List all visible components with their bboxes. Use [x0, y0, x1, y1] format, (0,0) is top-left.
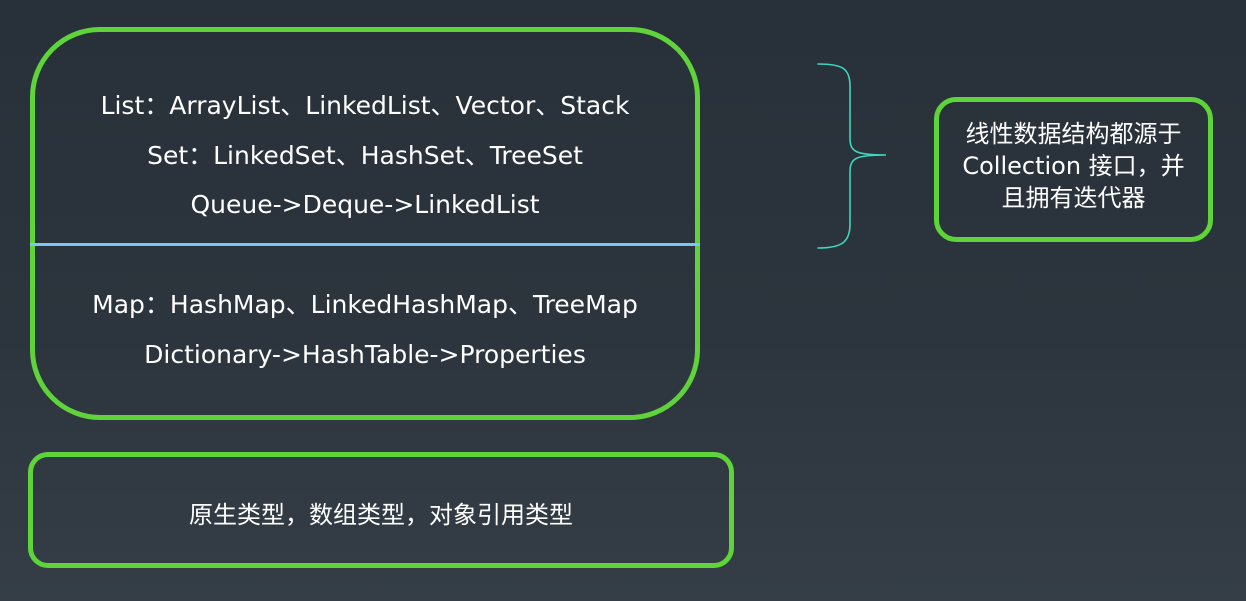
map-line: Map：HashMap、LinkedHashMap、TreeMap: [92, 290, 638, 319]
note-line: 线性数据结构都源于: [965, 120, 1182, 148]
note-line: Collection 接口，并: [962, 152, 1185, 180]
collection-note: 线性数据结构都源于 Collection 接口，并 且拥有迭代器: [939, 118, 1208, 214]
types-box: 原生类型，数组类型，对象引用类型: [28, 452, 734, 568]
dictionary-line: Dictionary->HashTable->Properties: [144, 340, 586, 369]
list-line: List：ArrayList、LinkedList、Vector、Stack: [100, 91, 630, 120]
curly-brace: [817, 63, 887, 249]
set-line: Set：LinkedSet、HashSet、TreeSet: [147, 141, 583, 170]
collections-box: List：ArrayList、LinkedList、Vector、Stack S…: [30, 27, 700, 420]
curly-brace-path: [817, 63, 887, 249]
note-line: 且拥有迭代器: [1001, 184, 1146, 212]
collection-note-box: 线性数据结构都源于 Collection 接口，并 且拥有迭代器: [934, 97, 1213, 242]
queue-line: Queue->Deque->LinkedList: [190, 190, 540, 219]
types-text: 原生类型，数组类型，对象引用类型: [189, 501, 573, 529]
section-divider: [30, 243, 700, 246]
